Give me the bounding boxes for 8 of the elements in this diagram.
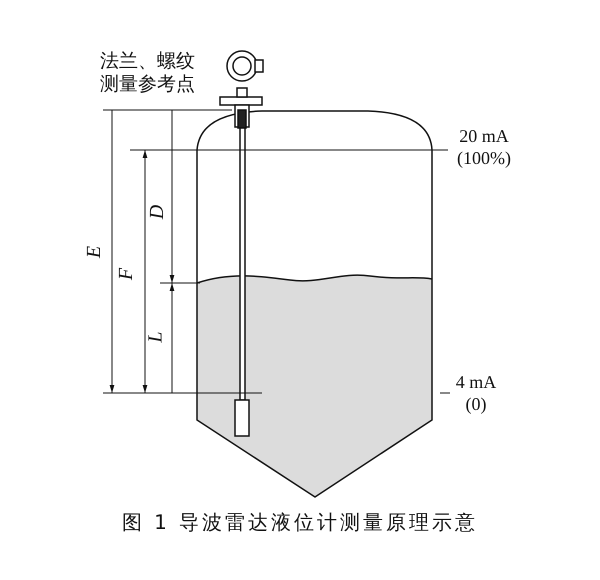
signal-level-label: 20 mA (100%) bbox=[456, 126, 512, 170]
dimension-label: L bbox=[144, 331, 168, 343]
signal-level-label: 4 mA (0) bbox=[454, 372, 498, 416]
reference-point-label: 法兰、螺纹测量参考点 bbox=[100, 50, 196, 96]
dimension-label: F bbox=[114, 268, 138, 280]
figure-caption: 图 1 导波雷达液位计测量原理示意 bbox=[120, 510, 480, 534]
dimension-label: D bbox=[145, 204, 170, 220]
dimension-label: E bbox=[82, 246, 106, 258]
